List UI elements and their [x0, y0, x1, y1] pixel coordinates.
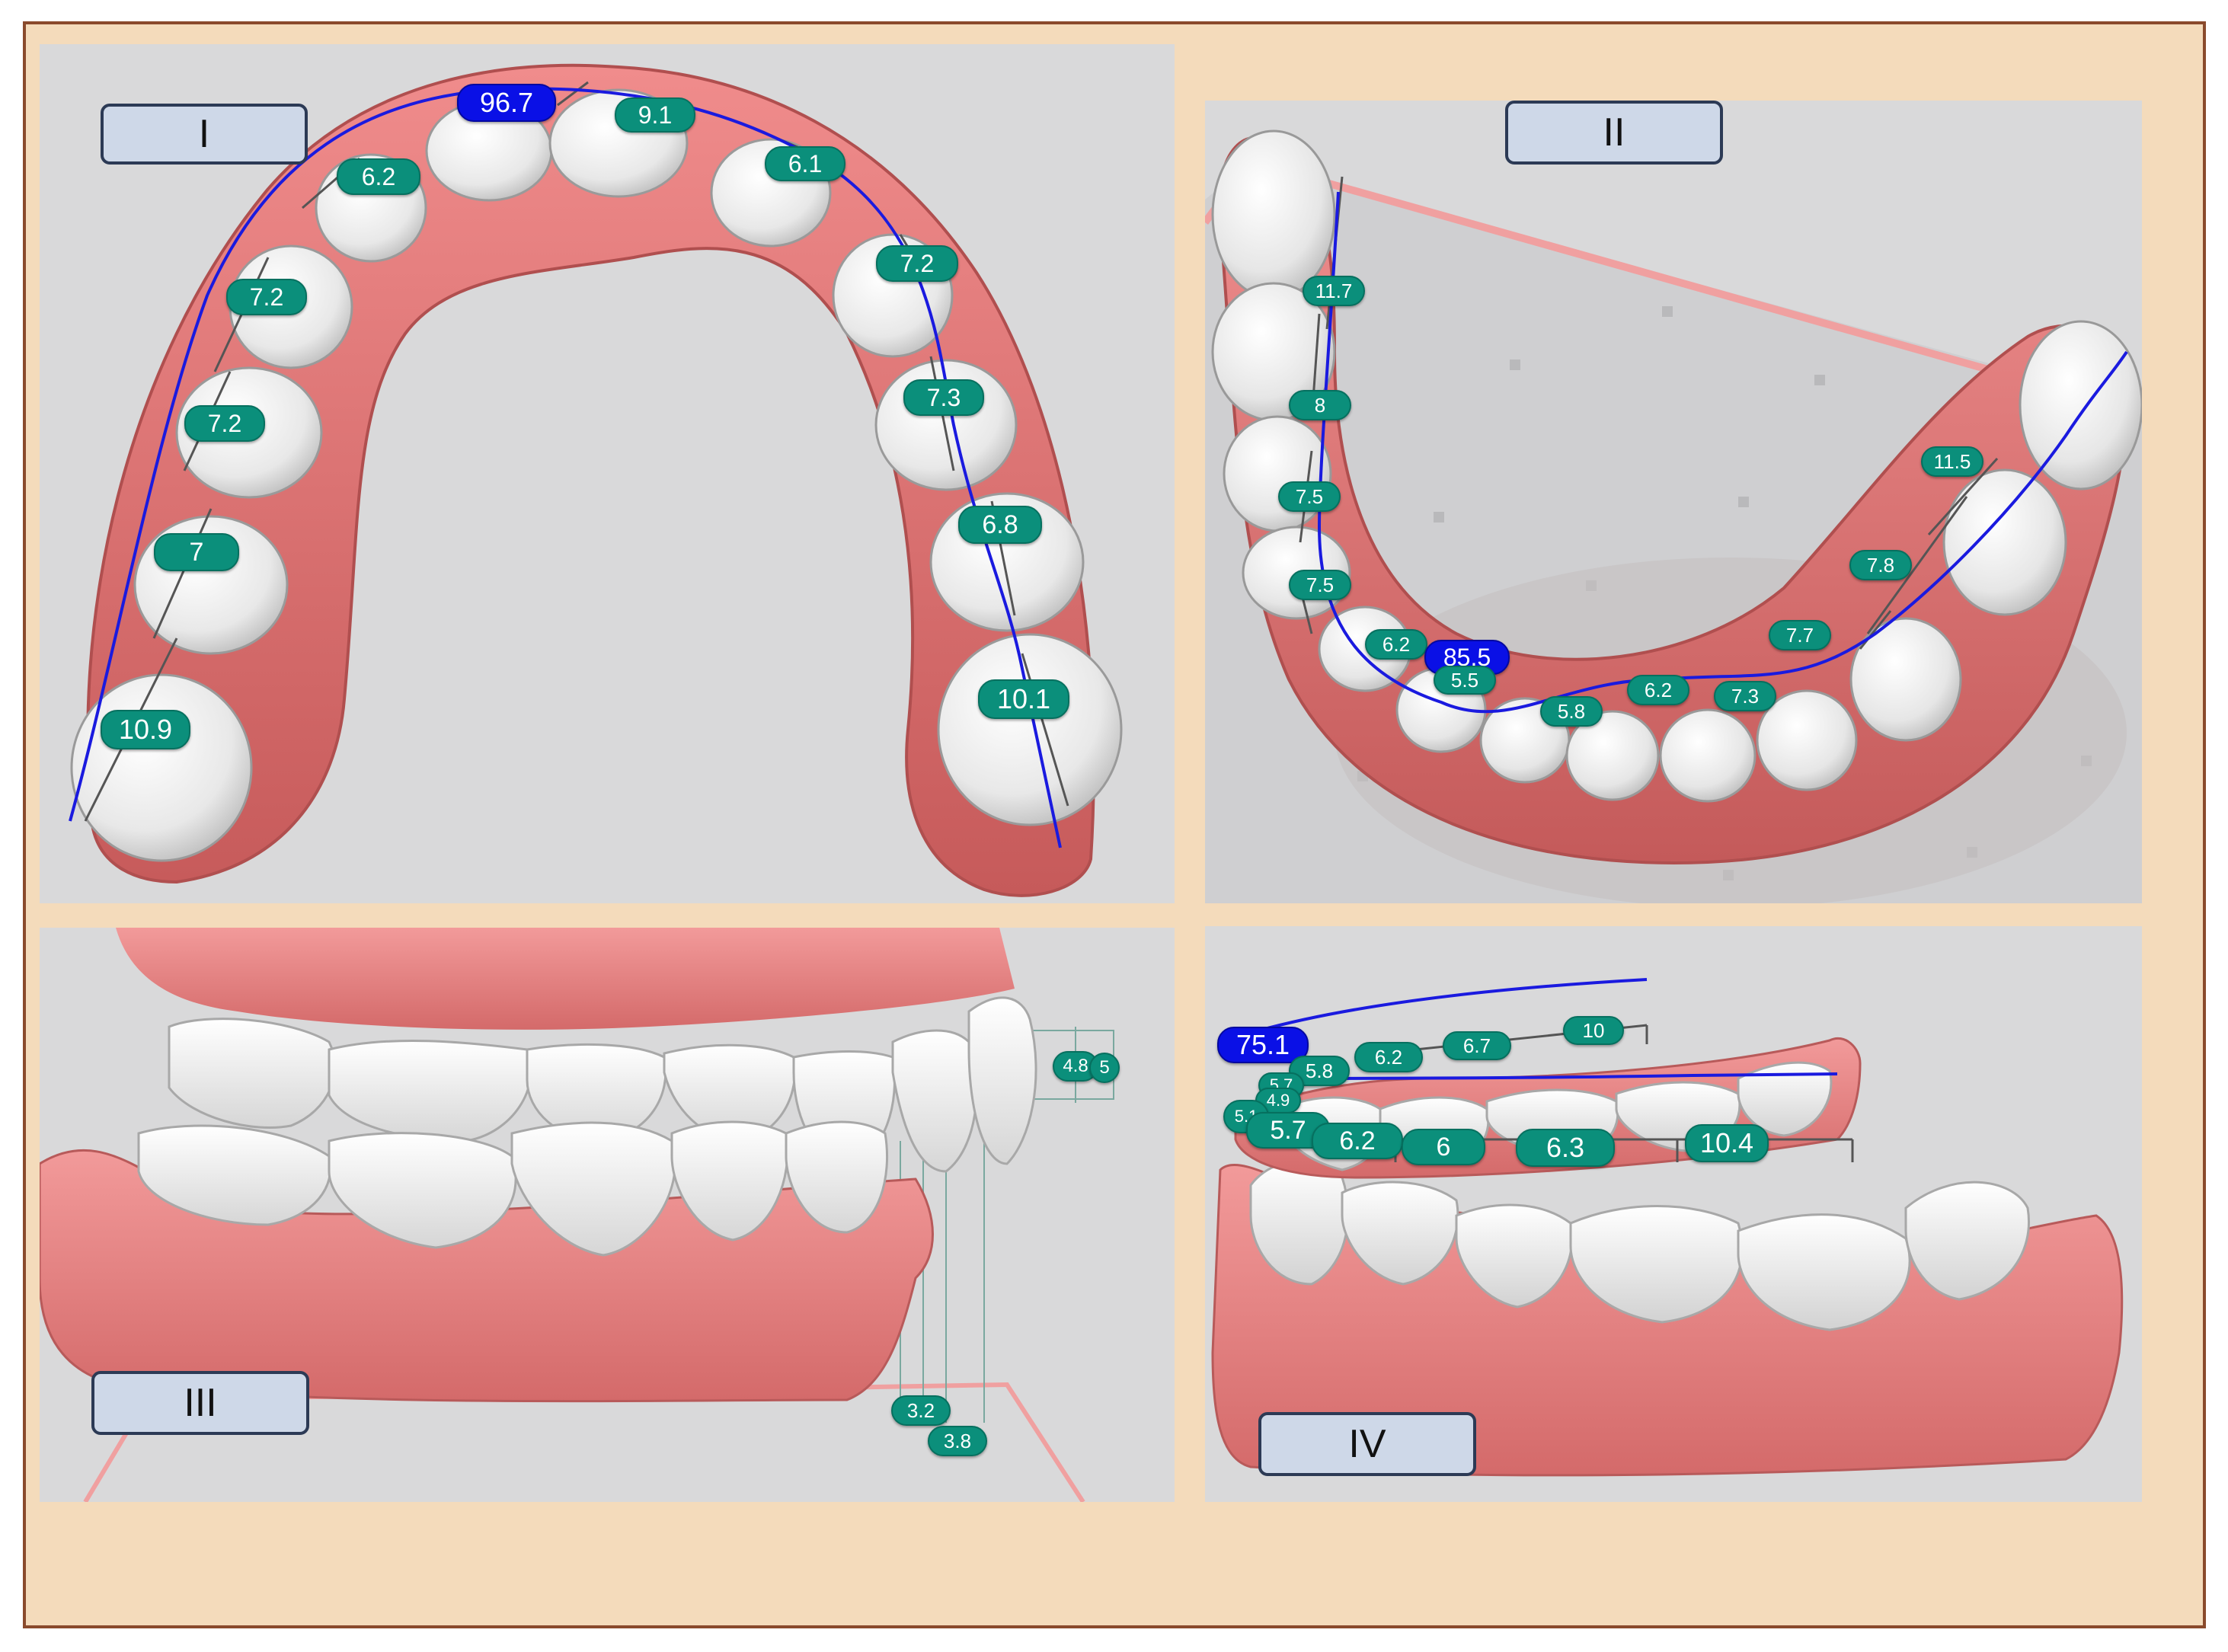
- upper-arch-render: [69, 63, 1123, 897]
- tooth-width-badge: 6.2: [1365, 629, 1427, 660]
- tooth-width-badge: 3.2: [891, 1395, 951, 1426]
- tooth-width-badge: 4.8: [1053, 1051, 1098, 1082]
- tooth-width-badge: 6.2: [1354, 1042, 1423, 1072]
- tooth-width-badge: 5: [1089, 1053, 1120, 1083]
- panel-lateral-arch: IV 75.1 10 6.7 6.2 5.8 5.7 4.9 5.1 5.7 6…: [1205, 926, 2142, 1502]
- lateral-occlusion-render: [40, 928, 1114, 1502]
- tooth-width-badge: 7.5: [1289, 570, 1351, 600]
- lower-teeth: [1211, 129, 2142, 803]
- tooth-width-badge: 6.2: [1627, 675, 1689, 705]
- tooth-width-badge: 7.8: [1849, 550, 1912, 580]
- panel-label-IV: IV: [1258, 1412, 1476, 1476]
- tooth-width-badge: 5.5: [1434, 666, 1496, 695]
- tooth-width-badge: 6.2: [1312, 1123, 1403, 1159]
- tooth-width-badge: 7.2: [226, 279, 307, 315]
- panel-label-II: II: [1505, 101, 1723, 165]
- tooth-width-badge: 6.3: [1516, 1129, 1615, 1167]
- tooth-width-badge: 7.2: [876, 245, 958, 282]
- tooth-width-badge: 6.7: [1443, 1031, 1511, 1060]
- tooth-width-badge: 10.4: [1685, 1124, 1769, 1162]
- lower-arch-render: [1205, 129, 2142, 903]
- tooth-width-badge: 9.1: [615, 97, 695, 133]
- tooth-width-badge: 7.3: [903, 379, 984, 416]
- panel-upper-arch: I 96.7 6.2 9.1 6.1 7.2 7.2 7.3 7.2 6.8 7…: [40, 44, 1175, 903]
- tooth-width-badge: 6.1: [765, 146, 845, 181]
- tooth-width-badge: 7.2: [184, 405, 265, 442]
- tooth-width-badge: 6.8: [958, 506, 1042, 544]
- tooth-width-badge: 11.5: [1921, 446, 1983, 477]
- arch-total-badge: 96.7: [457, 84, 556, 122]
- tooth-width-badge: 7.5: [1278, 481, 1341, 512]
- upper-arch-curve: [69, 87, 1062, 848]
- tooth-width-badge: 6.2: [337, 158, 420, 195]
- tooth-width-badge: 11.7: [1303, 276, 1365, 306]
- tooth-width-badge: 10: [1563, 1016, 1624, 1045]
- tooth-width-badge: 10.1: [978, 679, 1069, 719]
- lower-arch-curve: [1280, 1072, 1838, 1080]
- panel-lower-arch: II 11.7 8 7.5 7.5 6.2 85.5 5.5 5.8 6.2 7…: [1205, 101, 2142, 903]
- tooth-width-badge: 5.8: [1540, 696, 1603, 727]
- tooth-width-badge: 6: [1402, 1129, 1485, 1165]
- tooth-width-badge: 7: [154, 533, 239, 571]
- tooth-width-badge: 8: [1289, 390, 1351, 420]
- tooth-width-badge: 3.8: [928, 1426, 987, 1456]
- panel-label-I: I: [101, 104, 308, 165]
- tooth-width-badge: 10.9: [101, 710, 190, 749]
- tooth-width-badge: 7.3: [1714, 681, 1776, 711]
- tooth-width-badge: 7.7: [1769, 620, 1831, 650]
- upper-arch-curve: [1250, 978, 1648, 1034]
- arch-total-badge: 75.1: [1217, 1027, 1309, 1063]
- panel-label-III: III: [91, 1371, 309, 1435]
- panel-lateral-occlusion: III 4.8 5 3.2 3.8: [40, 928, 1175, 1502]
